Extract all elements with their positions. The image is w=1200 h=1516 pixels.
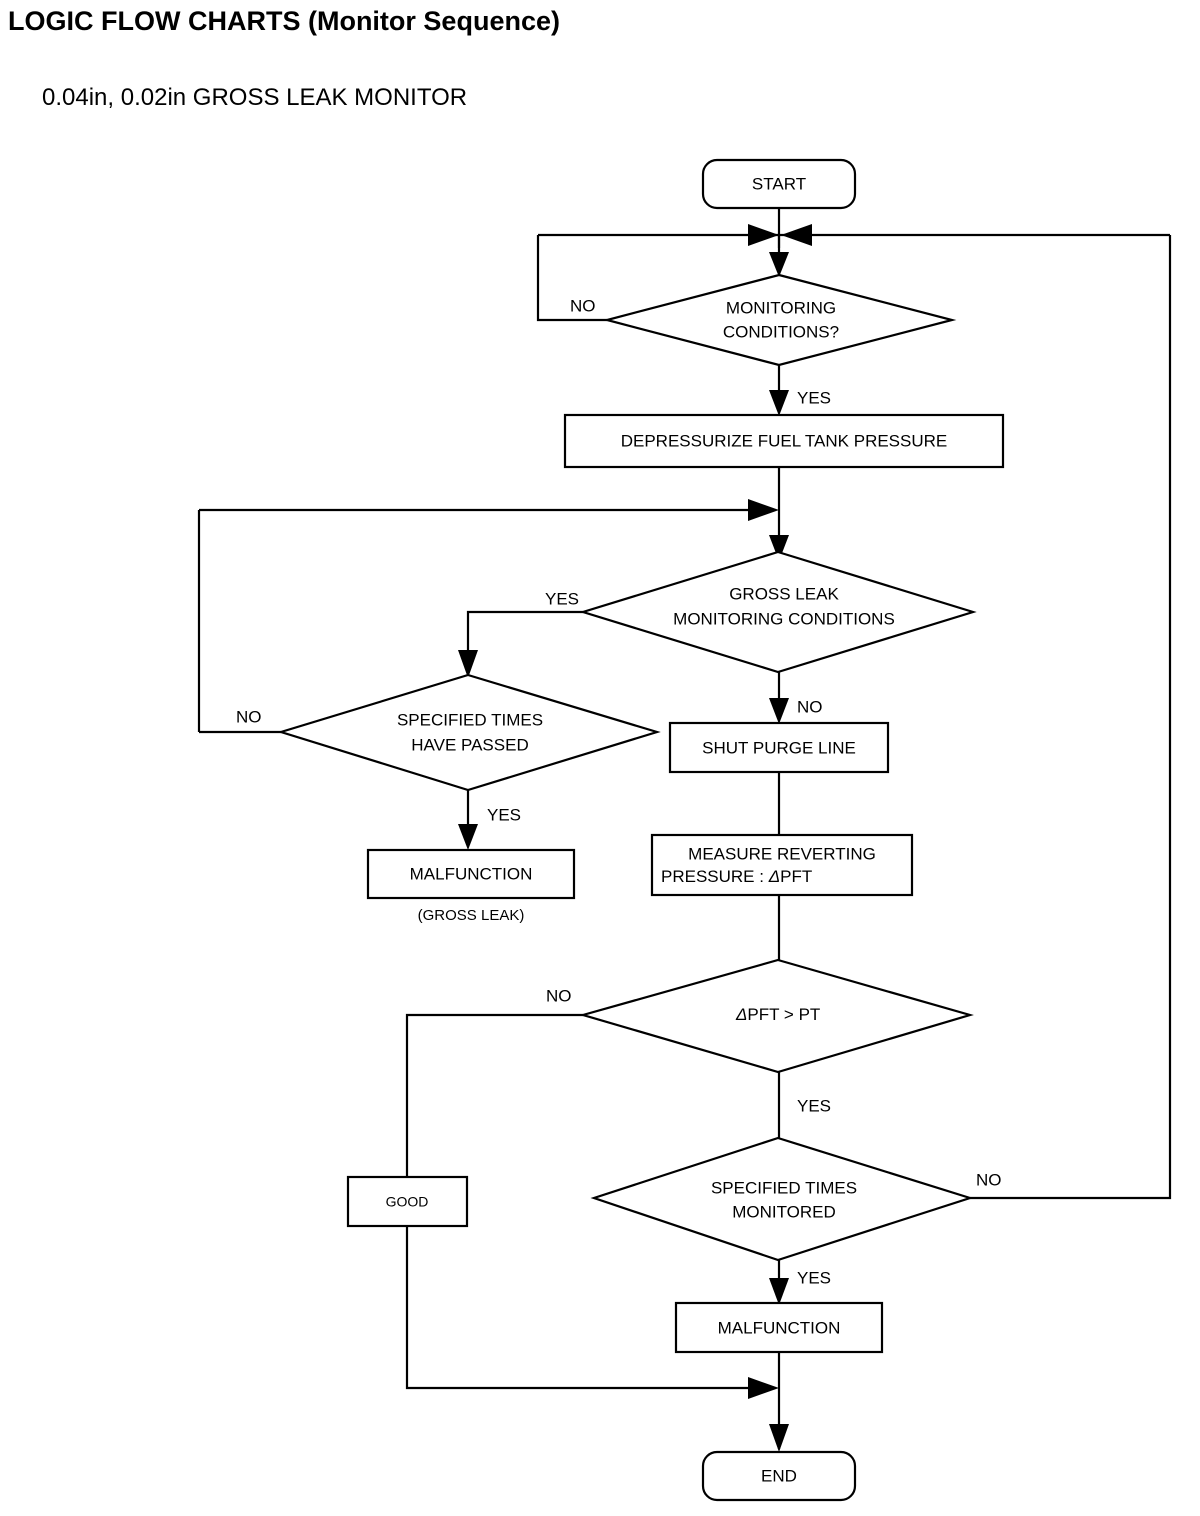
arrowhead-shutpurge-in: [769, 698, 789, 724]
pft-gt-pt-rest: PFT > PT: [747, 1005, 820, 1024]
arrowhead-end-in: [769, 1424, 789, 1452]
arrowhead-junction-right: [781, 224, 812, 246]
arrowhead-specpassed-in: [458, 650, 478, 678]
depressurize-shape: [563, 413, 1005, 469]
page-title: LOGIC FLOW CHARTS (Monitor Sequence): [8, 6, 560, 36]
measure-pressure-prefix: PRESSURE :: [661, 867, 769, 886]
measure-reverting-pressure-shape: [650, 833, 914, 897]
depressurize-label: DEPRESSURIZE FUEL TANK PRESSURE: [621, 431, 948, 450]
edge-label-moncond-yes: YES: [797, 388, 831, 407]
arrowhead-depress-in: [769, 390, 789, 416]
node-specified-times-have-passed[interactable]: SPECIFIED TIMES HAVE PASSED: [277, 673, 661, 792]
specified-times-have-passed-shape: [277, 673, 661, 792]
edge-label-specpassed-yes: YES: [487, 805, 521, 824]
node-gross-leak-conditions[interactable]: GROSS LEAK MONITORING CONDITIONS: [579, 550, 977, 674]
end-label: END: [761, 1466, 797, 1485]
arrowhead-moncond-in: [769, 252, 789, 277]
malfunction-gross-leak-caption: (GROSS LEAK): [418, 907, 525, 924]
pft-gt-pt-label: ΔPFT > PT: [735, 1005, 820, 1024]
malfunction-gross-leak-label: MALFUNCTION: [410, 864, 533, 883]
delta-glyph-measure: Δ: [768, 867, 780, 886]
gross-leak-conditions-label-line1: GROSS LEAK: [729, 584, 839, 603]
node-specified-times-monitored[interactable]: SPECIFIED TIMES MONITORED: [590, 1136, 974, 1262]
node-shut-purge-line[interactable]: SHUT PURGE LINE: [668, 721, 890, 774]
edge-label-pft-yes: YES: [797, 1096, 831, 1115]
start-shape: [701, 158, 857, 210]
malfunction-gross-leak-shape: [366, 848, 576, 900]
edge-label-grosscond-yes: YES: [545, 589, 579, 608]
end-shape: [701, 1450, 857, 1502]
node-malfunction-bottom[interactable]: MALFUNCTION: [674, 1301, 884, 1354]
delta-glyph-pft: Δ: [735, 1005, 747, 1024]
gross-leak-conditions-label-line2: MONITORING CONDITIONS: [673, 609, 895, 628]
page-subtitle: 0.04in, 0.02in GROSS LEAK MONITOR: [42, 84, 468, 111]
node-good[interactable]: GOOD: [346, 1175, 469, 1228]
node-pft-gt-pt[interactable]: ΔPFT > PT: [579, 958, 974, 1074]
edge-label-pft-no: NO: [546, 986, 572, 1005]
start-label: START: [752, 174, 806, 193]
monitoring-conditions-label-line2: CONDITIONS?: [723, 322, 839, 341]
arrowhead-grosscond-in: [769, 535, 789, 561]
arrowhead-malfbottom-in: [769, 1278, 789, 1305]
connector-layer: [197, 208, 1172, 1452]
specified-times-have-passed-label-line1: SPECIFIED TIMES: [397, 710, 543, 729]
good-shape: [346, 1175, 469, 1228]
edge-label-moncond-no: NO: [570, 296, 596, 315]
shut-purge-line-label: SHUT PURGE LINE: [702, 738, 856, 757]
edge-label-specmon-yes: YES: [797, 1268, 831, 1287]
node-monitoring-conditions[interactable]: MONITORING CONDITIONS?: [602, 273, 957, 367]
specified-times-monitored-label-line1: SPECIFIED TIMES: [711, 1178, 857, 1197]
malfunction-bottom-label: MALFUNCTION: [718, 1318, 841, 1337]
monitoring-conditions-label-line1: MONITORING: [726, 298, 836, 317]
edge-specmon-no: [970, 235, 1172, 1200]
measure-pressure-suffix: PFT: [780, 867, 812, 886]
specified-times-monitored-label-line2: MONITORED: [732, 1202, 836, 1221]
arrowhead-depress-loop-in: [748, 499, 779, 521]
gross-leak-conditions-shape: [579, 550, 977, 674]
edge-good-to-end: [405, 1226, 775, 1390]
node-end[interactable]: END: [701, 1450, 857, 1502]
specified-times-monitored-shape: [590, 1136, 974, 1262]
edge-pft-no: [405, 1013, 583, 1177]
shut-purge-line-shape: [668, 721, 890, 774]
node-depressurize[interactable]: DEPRESSURIZE FUEL TANK PRESSURE: [563, 413, 1005, 469]
edge-label-specpassed-no: NO: [236, 707, 262, 726]
edge-label-grosscond-no: NO: [797, 697, 823, 716]
edge-moncond-no: [536, 235, 607, 322]
malfunction-bottom-shape: [674, 1301, 884, 1354]
node-measure-reverting-pressure[interactable]: MEASURE REVERTING PRESSURE : ΔPFT: [650, 833, 914, 897]
node-malfunction-gross-leak[interactable]: MALFUNCTION: [366, 848, 576, 900]
arrowhead-junction-left: [748, 224, 779, 246]
arrowhead-end-merge: [748, 1377, 779, 1399]
specified-times-have-passed-label-line2: HAVE PASSED: [411, 735, 528, 754]
arrowhead-malfgross-in: [458, 824, 478, 850]
node-start[interactable]: START: [701, 158, 857, 210]
pft-gt-pt-shape: [579, 958, 974, 1074]
measure-reverting-pressure-label-line2: PRESSURE : ΔPFT: [661, 867, 812, 886]
good-label: GOOD: [386, 1194, 429, 1210]
monitoring-conditions-shape: [602, 273, 957, 367]
measure-reverting-pressure-label-line1: MEASURE REVERTING: [688, 844, 876, 863]
edge-label-specmon-no: NO: [976, 1170, 1002, 1189]
edge-grosscond-yes: [466, 610, 583, 672]
